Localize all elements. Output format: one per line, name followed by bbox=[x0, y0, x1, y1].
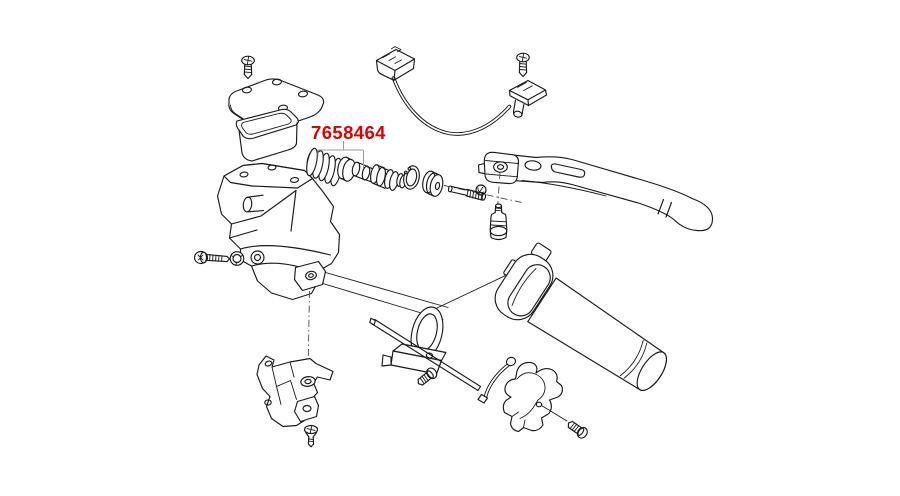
master-piston bbox=[351, 161, 399, 191]
part-label-bracket bbox=[317, 141, 364, 168]
rod-screw bbox=[417, 367, 438, 386]
clamp-screw bbox=[193, 250, 231, 265]
lock-washer bbox=[229, 251, 245, 266]
clamp-ring bbox=[381, 306, 447, 375]
fluid-reservoir bbox=[235, 108, 299, 162]
lever-pivot-pin bbox=[489, 171, 508, 241]
master-cylinder-body bbox=[216, 162, 341, 301]
primary-cup bbox=[337, 156, 356, 182]
switch-screw bbox=[516, 52, 530, 78]
cable-guide-bracket bbox=[502, 361, 568, 433]
brake-lever bbox=[477, 151, 714, 232]
stop-bushing bbox=[422, 170, 444, 197]
circlip bbox=[401, 164, 420, 190]
bracket-screw bbox=[303, 424, 319, 448]
part-number-label[interactable]: 7658464 bbox=[311, 122, 386, 143]
handlebar-tube bbox=[295, 265, 516, 320]
pivot-nut bbox=[475, 184, 487, 196]
throttle-rod bbox=[369, 317, 482, 392]
electrical-connector bbox=[375, 46, 416, 81]
master-cylinder-repair-kit: 7658464 bbox=[306, 122, 525, 204]
lower-bracket bbox=[256, 290, 334, 428]
brake-light-switch bbox=[508, 79, 548, 118]
wire-clip bbox=[477, 356, 517, 404]
adjuster-screw bbox=[447, 185, 487, 201]
switch-cable bbox=[391, 76, 512, 136]
guide-screw bbox=[567, 420, 588, 439]
throttle-grip bbox=[494, 242, 668, 391]
reservoir-screw bbox=[241, 55, 255, 80]
